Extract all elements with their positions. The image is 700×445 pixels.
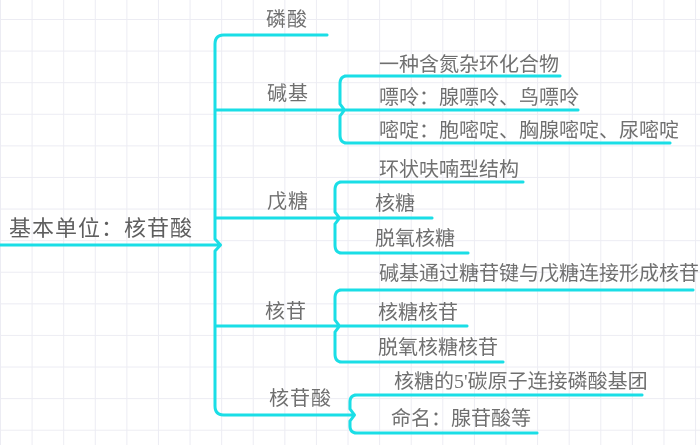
nucleotide-brace — [348, 393, 359, 435]
root-node[interactable]: 基本单位：核苷酸 — [9, 216, 194, 241]
node-nucleoside-description[interactable]: 碱基通过糖苷键与戊糖连接形成核苷 — [379, 263, 699, 285]
node-base-description[interactable]: 一种含氮杂环化合物 — [379, 54, 559, 76]
node-phosphoric-acid[interactable]: 磷酸 — [266, 9, 308, 31]
node-base[interactable]: 碱基 — [267, 83, 309, 105]
node-ribose[interactable]: 核糖 — [375, 193, 415, 215]
node-deoxyribose[interactable]: 脱氧核糖 — [375, 228, 455, 250]
node-ribonucleoside[interactable]: 核糖核苷 — [378, 302, 458, 324]
pentose-brace — [333, 180, 344, 255]
node-furan-structure[interactable]: 环状呋喃型结构 — [379, 159, 519, 181]
node-nucleoside[interactable]: 核苷 — [265, 301, 307, 323]
node-nucleotide[interactable]: 核苷酸 — [269, 388, 332, 410]
node-purine[interactable]: 嘌呤：腺嘌呤、鸟嘌呤 — [379, 87, 579, 109]
node-naming[interactable]: 命名：腺苷酸等 — [391, 408, 531, 430]
node-nucleotide-description[interactable]: 核糖的5'碳原子连接磷酸基团 — [394, 371, 648, 393]
node-deoxyribonucleoside[interactable]: 脱氧核糖核苷 — [378, 337, 498, 359]
node-pentose[interactable]: 戊糖 — [267, 191, 309, 213]
node-pyrimidine[interactable]: 嘧啶：胞嘧啶、胸腺嘧啶、尿嘧啶 — [379, 120, 679, 142]
nucleoside-brace — [333, 288, 344, 364]
base-brace — [338, 74, 349, 145]
